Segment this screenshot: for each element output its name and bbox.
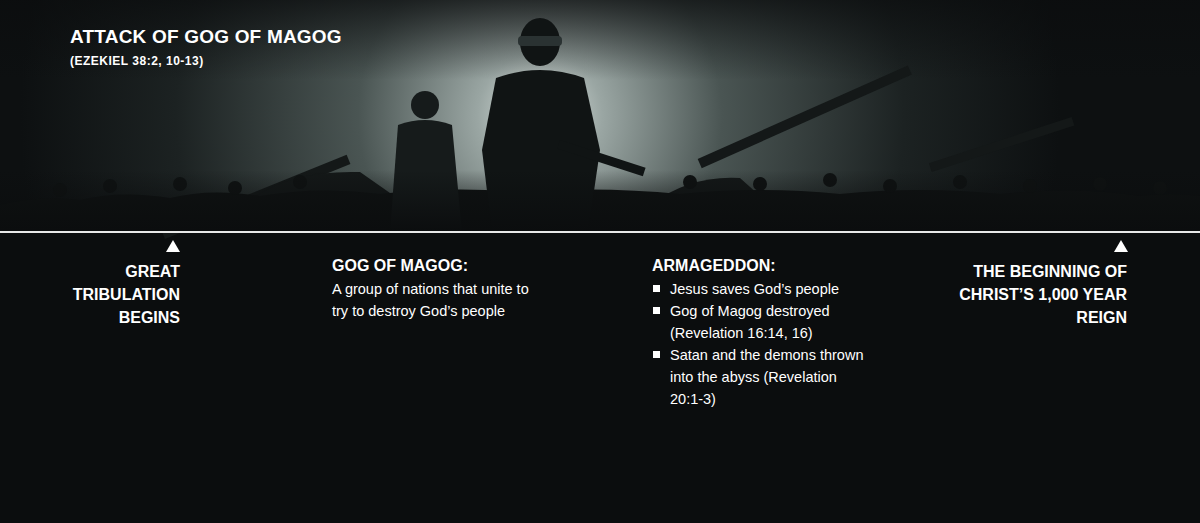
sky <box>0 0 1200 232</box>
timeline-marker-label: GREAT TRIBULATION BEGINS <box>30 260 180 329</box>
section-heading: ARMAGEDDON: <box>652 254 776 277</box>
scripture-reference: (EZEKIEL 38:2, 10-13) <box>70 54 204 68</box>
bullet-square <box>653 307 660 314</box>
sky-shade <box>0 0 1200 80</box>
ground-fade <box>0 170 1200 232</box>
timeline-marker-label: THE BEGINNING OF CHRIST’S 1,000 YEAR REI… <box>937 260 1127 329</box>
bullet-item: Jesus saves God’s people <box>670 278 870 300</box>
diagram-title: ATTACK OF GOG OF MAGOG <box>70 26 342 48</box>
bullet-item: Gog of Magog destroyed (Revelation 16:14… <box>670 300 870 344</box>
marker-triangle <box>166 240 180 252</box>
bullet-square <box>653 351 660 358</box>
section-body: A group of nations that unite to try to … <box>332 278 532 322</box>
bullet-square <box>653 285 660 292</box>
timeline <box>0 231 1200 233</box>
bullet-item: Satan and the demons thrown into the aby… <box>670 344 870 410</box>
section-heading: GOG OF MAGOG: <box>332 254 468 277</box>
marker-triangle <box>1114 240 1128 252</box>
